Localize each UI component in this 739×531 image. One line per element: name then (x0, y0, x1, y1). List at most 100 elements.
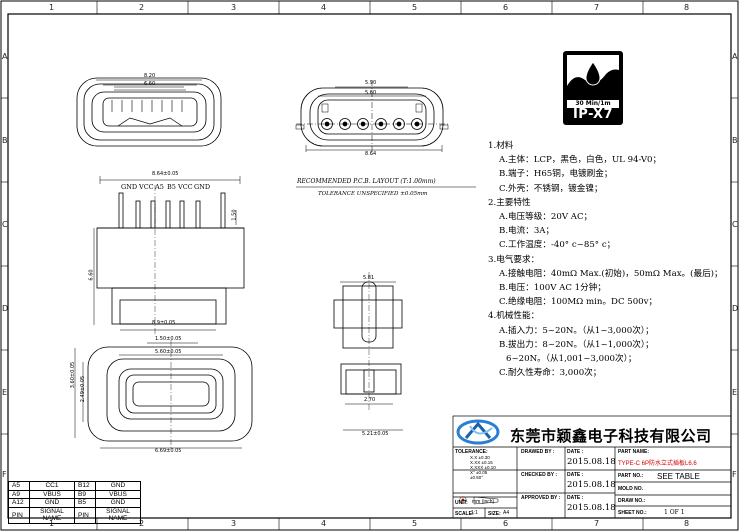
pin-label: A5 (155, 183, 164, 191)
side-view-middle (333, 272, 403, 410)
sheet-no: 1 OF 1 (664, 509, 685, 516)
grid-col-1-bottom: 1 (49, 519, 55, 528)
dim-label: 3.60±0.05 (70, 361, 77, 389)
tolerance-item: X.X ±0.30 (470, 455, 490, 460)
pin-label: VCC (139, 183, 154, 191)
grid-col-3-bottom: 3 (231, 519, 237, 528)
unit-value: mm (inch) (472, 499, 495, 505)
grid-col-5-bottom: 5 (412, 519, 418, 528)
company-name: 东莞市颖鑫电子科技有限公司 (510, 427, 712, 445)
grid-row-a-right: A (732, 52, 738, 61)
grid-col-5: 5 (412, 3, 418, 12)
spec-line: B.拔出力：8~20N。（从1~1,000次）； (499, 339, 654, 350)
spec-section-heading: 1.材料 (488, 141, 514, 151)
grid-col-7-bottom: 7 (594, 519, 600, 528)
spec-section-heading: 2.主要特性 (488, 197, 531, 208)
tolerance-item: X.XX ±0.15 (470, 460, 493, 465)
dim-label: 1.50±0.05 (155, 336, 182, 342)
grid-col-4: 4 (321, 3, 327, 12)
spec-line: B.端子：H65铜，电镀刷金； (499, 169, 613, 180)
table-cell: SIGNAL NAME (95, 506, 141, 524)
table-cell: GND (29, 498, 75, 508)
grid-row-e: E (2, 388, 8, 397)
dim-label: 5.81 (363, 275, 375, 281)
spec-line: C.绝缘电阻：100MΩ min。DC 500v； (499, 297, 658, 308)
part-name: TYPE-C 6P防水立式插板L6.6 (618, 461, 697, 467)
dim-label: 6.69±0.05 (155, 448, 182, 454)
grid-col-8: 8 (684, 3, 690, 12)
pin-label: GND (194, 183, 211, 191)
pin-label: VCC (178, 183, 193, 191)
dim-label: 8.64±0.05 (152, 171, 179, 177)
bottom-view (87, 340, 253, 448)
grid-row-f: F (2, 470, 7, 479)
tolerance-list: X.X ±0.30 X.XX ±0.15 X.XXX ±0.10 X° ±0.0… (470, 455, 496, 480)
table-cell: A9 (8, 489, 30, 500)
grid-col-6: 6 (503, 3, 509, 12)
spec-line: B.电流：3A； (499, 226, 555, 237)
grid-row-e-right: E (732, 388, 738, 397)
dim-label: 6.60 (88, 269, 95, 281)
date-label: DATE : (567, 472, 584, 478)
spec-line: A.插入力：5~20N。（从1~3,000次）； (499, 325, 654, 336)
title-block (452, 415, 732, 519)
dim-label: 2.70 (364, 397, 376, 403)
spec-section-heading: 4.机械性能： (488, 311, 540, 322)
grid-col-6-bottom: 6 (503, 519, 509, 528)
spec-line: C.耐久性寿命：3,000次； (499, 368, 602, 379)
grid-row-c-right: C (732, 220, 738, 229)
dim-label: 1.50 (231, 209, 238, 221)
pin-label: B5 (167, 183, 176, 191)
grid-row-b: B (2, 136, 8, 145)
table-cell: B12 (74, 481, 96, 491)
grid-row-d: D (2, 304, 9, 313)
spec-line: C.工作温度：-40° c~85° c； (499, 240, 616, 251)
badge-rating: IP-X7 (572, 107, 614, 122)
sheet-no-label: SHEET NO.: (618, 510, 647, 516)
front-view-top-right (295, 80, 450, 156)
dim-label: 8.64 (365, 151, 377, 157)
company-logo-icon (456, 419, 500, 445)
tolerance-item: ±0.50° (470, 475, 484, 480)
table-cell: SIGNAL NAME (29, 506, 75, 524)
spec-line: C.外壳：不锈钢，镀金镍； (499, 183, 603, 194)
table-cell: VBUS (95, 489, 141, 500)
mold-no-label: MOLD NO. (618, 486, 643, 492)
drawn-by-label: DRAWED BY : (521, 449, 555, 455)
approved-by-label: APPROVED BY : (521, 495, 561, 501)
grid-row-f-right: F (732, 470, 737, 479)
grid-col-3: 3 (231, 3, 237, 12)
grid-col-1: 1 (49, 3, 55, 12)
grid-row-d-right: D (732, 304, 739, 313)
dim-label: 8.9±0.05 (152, 320, 176, 326)
spec-line: A.接触电阻：40mΩ Max.(初始)，50mΩ Max。(最后)； (499, 268, 723, 279)
table-cell: A12 (8, 498, 30, 508)
dim-label: 5.60 (365, 90, 377, 96)
part-name-label: PART NAME: (618, 449, 650, 455)
spec-line: B.电压：100V AC 1分钟； (499, 283, 606, 294)
date-approved: 2015.08.18 (567, 503, 616, 513)
date-label: DATE : (567, 449, 584, 455)
dim-label: 6.60 (144, 81, 156, 87)
tolerance-item: X.XXX ±0.10 (470, 465, 496, 470)
dim-label: 5.90 (365, 80, 377, 86)
grid-col-7: 7 (594, 3, 600, 12)
grid-row-b-right: B (732, 136, 738, 145)
table-cell: PIN (8, 506, 30, 524)
size-label: SIZE: (488, 511, 501, 517)
grid-row-a: A (2, 52, 8, 61)
spec-line: 6~20N。（从1,001~3,000次）； (506, 354, 637, 365)
dim-label: 5.21±0.05 (362, 431, 389, 437)
table-cell: B5 (74, 498, 96, 508)
badge-depth: 30 Min/1m (575, 100, 611, 107)
front-view-top-left (76, 77, 222, 147)
grid-col-2-bottom: 2 (139, 519, 145, 528)
